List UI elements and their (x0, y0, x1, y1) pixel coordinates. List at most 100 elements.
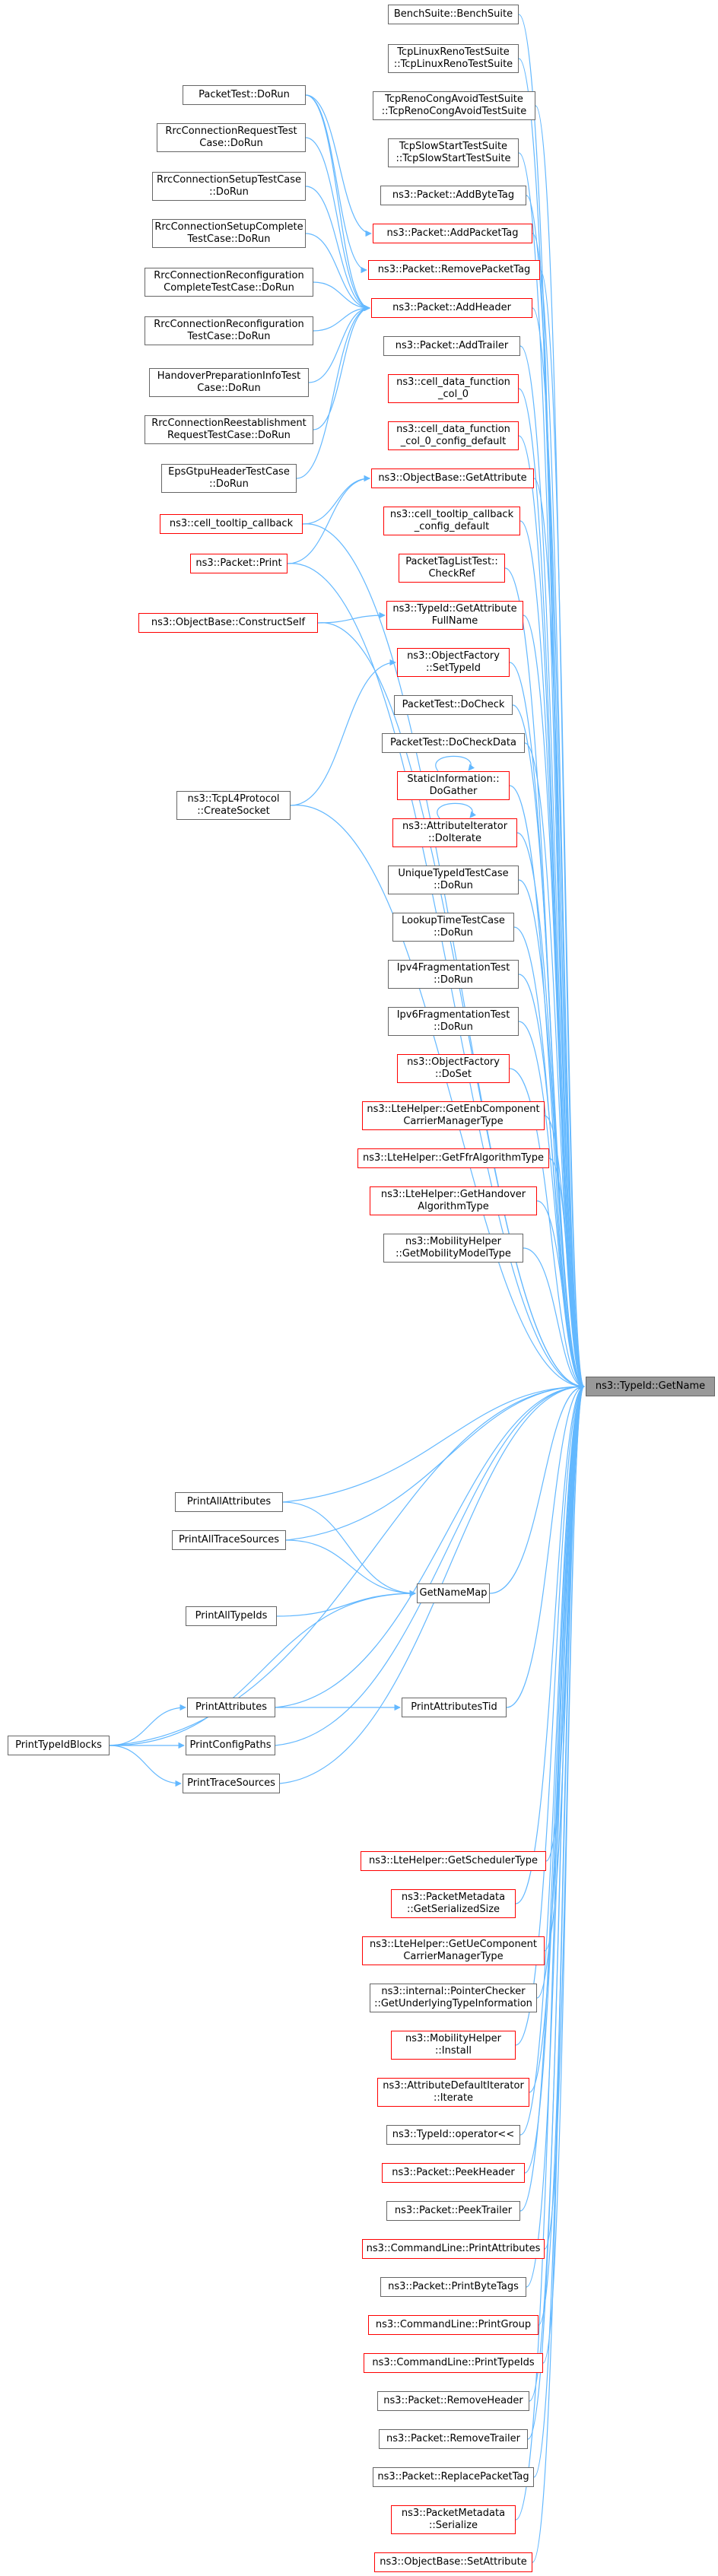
graph-node[interactable]: PrintAllTraceSources (172, 1530, 286, 1550)
graph-node[interactable]: PacketTest::DoRun (183, 85, 306, 105)
graph-node[interactable]: RrcConnectionReestablishment RequestTest… (145, 415, 313, 444)
graph-node-label: ns3::PacketMetadata ::Serialize (401, 2508, 506, 2531)
graph-node[interactable]: ns3::Packet::PrintByteTags (380, 2277, 526, 2297)
graph-node[interactable]: ns3::cell_tooltip_callback (160, 514, 303, 534)
call-edge (317, 622, 585, 1390)
call-edge (308, 304, 370, 383)
graph-node[interactable]: ns3::ObjectBase::SetAttribute (374, 2552, 532, 2572)
self-loop-edge (437, 802, 476, 819)
graph-node[interactable]: PrintTraceSources (183, 1774, 280, 1793)
graph-node[interactable]: ns3::PacketMetadata ::Serialize (391, 2505, 516, 2534)
graph-node[interactable]: ns3::ObjectBase::GetAttribute (371, 469, 534, 488)
graph-node[interactable]: PrintAllAttributes (175, 1492, 283, 1512)
graph-node[interactable]: TcpRenoCongAvoidTestSuite ::TcpRenoCongA… (373, 91, 535, 120)
call-edge (313, 304, 370, 430)
graph-node-label: ns3::cell_data_function _col_0_config_de… (396, 424, 510, 447)
graph-node[interactable]: ns3::Packet::AddHeader (371, 298, 532, 318)
graph-node-label: ns3::Packet::RemovePacketTag (377, 264, 531, 275)
graph-node[interactable]: LookupTimeTestCase ::DoRun (392, 913, 514, 942)
graph-node[interactable]: RrcConnectionRequestTest Case::DoRun (157, 123, 306, 152)
graph-node[interactable]: ns3::Packet::AddByteTag (380, 186, 526, 205)
call-edge (518, 14, 585, 1390)
graph-node[interactable]: ns3::TypeId::operator<< (386, 2125, 520, 2145)
graph-node[interactable]: ns3::MobilityHelper ::GetMobilityModelTy… (383, 1234, 523, 1263)
call-edge (296, 304, 370, 479)
call-edge (302, 475, 370, 525)
graph-node-label: PrintAllTypeIds (195, 1610, 268, 1622)
graph-node[interactable]: TcpSlowStartTestSuite ::TcpSlowStartTest… (388, 138, 519, 167)
graph-node[interactable]: PacketTest::DoCheckData (382, 733, 525, 753)
graph-node[interactable]: PrintAttributesTid (402, 1698, 507, 1717)
call-edge (290, 659, 396, 806)
call-edge (305, 137, 370, 312)
graph-node[interactable]: ns3::Packet::PeekHeader (382, 2163, 525, 2183)
call-edge (290, 805, 585, 1390)
graph-node[interactable]: StaticInformation:: DoGather (397, 771, 510, 800)
graph-node-label: PrintAllAttributes (186, 1496, 272, 1507)
graph-node-label: ns3::Packet::AddHeader (392, 302, 511, 313)
graph-node[interactable]: ns3::cell_tooltip_callback _config_defau… (383, 507, 520, 535)
graph-node-label: ns3::Packet::AddByteTag (392, 189, 515, 201)
graph-node[interactable]: ns3::TcpL4Protocol ::CreateSocket (176, 791, 291, 820)
call-edge (533, 1383, 585, 2478)
graph-node[interactable]: ns3::LteHelper::GetFfrAlgorithmType (357, 1148, 549, 1168)
graph-node[interactable]: RrcConnectionSetupTestCase ::DoRun (152, 172, 306, 201)
graph-node[interactable]: ns3::CommandLine::PrintTypeIds (364, 2353, 543, 2373)
graph-node[interactable]: PrintConfigPaths (186, 1736, 275, 1755)
graph-node-label: UniqueTypeIdTestCase ::DoRun (398, 868, 509, 891)
graph-node[interactable]: HandoverPreparationInfoTest Case::DoRun (149, 368, 309, 397)
graph-node[interactable]: ns3::MobilityHelper ::Install (391, 2031, 516, 2060)
graph-node[interactable]: ns3::internal::PointerChecker ::GetUnder… (370, 1984, 537, 2012)
graph-node[interactable]: GetNameMap (417, 1583, 490, 1603)
graph-node-label: ns3::TcpL4Protocol ::CreateSocket (187, 793, 280, 817)
graph-node-label: ns3::Packet::RemoveHeader (383, 2395, 523, 2406)
graph-node[interactable]: ns3::Packet::RemoveTrailer (379, 2429, 528, 2449)
graph-node-label: PacketTagListTest:: CheckRef (405, 556, 498, 580)
graph-node[interactable]: ns3::Packet::ReplacePacketTag (373, 2467, 534, 2487)
graph-node-label: ns3::LteHelper::GetHandover AlgorithmTyp… (380, 1189, 526, 1212)
graph-node[interactable]: UniqueTypeIdTestCase ::DoRun (388, 866, 519, 894)
graph-node[interactable]: ns3::LteHelper::GetSchedulerType (361, 1851, 546, 1871)
call-edge (515, 1383, 585, 2520)
graph-node[interactable]: RrcConnectionReconfiguration TestCase::D… (145, 316, 313, 345)
graph-node[interactable]: PrintTypeIdBlocks (8, 1736, 110, 1755)
graph-node[interactable]: RrcConnectionSetupComplete TestCase::DoR… (152, 219, 306, 248)
graph-node[interactable]: ns3::CommandLine::PrintGroup (368, 2315, 538, 2335)
graph-node[interactable]: ns3::LteHelper::GetUeComponent CarrierMa… (362, 1936, 545, 1965)
graph-node[interactable]: ns3::LteHelper::GetHandover AlgorithmTyp… (370, 1186, 537, 1215)
graph-node[interactable]: PrintAllTypeIds (186, 1606, 277, 1626)
graph-node-target[interactable]: ns3::TypeId::GetName (586, 1377, 715, 1396)
graph-node[interactable]: RrcConnectionReconfiguration CompleteTes… (145, 268, 313, 297)
graph-node[interactable]: ns3::ObjectBase::ConstructSelf (138, 613, 318, 633)
graph-node[interactable]: PacketTagListTest:: CheckRef (399, 554, 505, 583)
graph-node[interactable]: ns3::ObjectFactory ::SetTypeId (397, 648, 510, 677)
graph-node[interactable]: ns3::Packet::Print (190, 554, 288, 573)
graph-node[interactable]: PacketTest::DoCheck (394, 695, 513, 715)
graph-node[interactable]: BenchSuite::BenchSuite (388, 5, 519, 24)
graph-node[interactable]: ns3::cell_data_function _col_0 (388, 374, 519, 403)
graph-node[interactable]: ns3::LteHelper::GetEnbComponent CarrierM… (362, 1101, 545, 1130)
graph-node-label: RrcConnectionSetupTestCase ::DoRun (156, 174, 302, 198)
graph-node[interactable]: ns3::AttributeDefaultIterator ::Iterate (377, 2078, 529, 2107)
graph-node[interactable]: ns3::cell_data_function _col_0_config_de… (388, 421, 519, 450)
graph-node[interactable]: ns3::Packet::AddPacketTag (373, 224, 532, 243)
graph-node[interactable]: TcpLinuxRenoTestSuite ::TcpLinuxRenoTest… (388, 44, 519, 73)
graph-node[interactable]: ns3::Packet::RemovePacketTag (368, 260, 540, 280)
graph-node-label: ns3::Packet::AddPacketTag (386, 227, 519, 239)
graph-node-label: ns3::ObjectBase::GetAttribute (378, 472, 527, 484)
graph-node[interactable]: ns3::ObjectFactory ::DoSet (397, 1054, 510, 1083)
graph-node-label: PrintConfigPaths (189, 1739, 272, 1751)
graph-node[interactable]: ns3::Packet::RemoveHeader (377, 2391, 529, 2411)
graph-node[interactable]: EpsGtpuHeaderTestCase ::DoRun (161, 464, 297, 493)
graph-node[interactable]: Ipv6FragmentationTest ::DoRun (388, 1007, 519, 1036)
graph-node[interactable]: ns3::PacketMetadata ::GetSerializedSize (391, 1889, 516, 1918)
graph-node[interactable]: PrintAttributes (187, 1698, 275, 1717)
graph-node[interactable]: ns3::CommandLine::PrintAttributes (362, 2239, 545, 2259)
graph-node[interactable]: ns3::Packet::AddTrailer (383, 336, 520, 356)
graph-node[interactable]: ns3::TypeId::GetAttribute FullName (386, 601, 523, 630)
graph-node[interactable]: ns3::Packet::PeekTrailer (386, 2201, 520, 2221)
call-edge (305, 94, 367, 274)
graph-node[interactable]: Ipv4FragmentationTest ::DoRun (388, 960, 519, 989)
graph-node[interactable]: ns3::AttributeIterator ::DoIterate (392, 818, 517, 847)
